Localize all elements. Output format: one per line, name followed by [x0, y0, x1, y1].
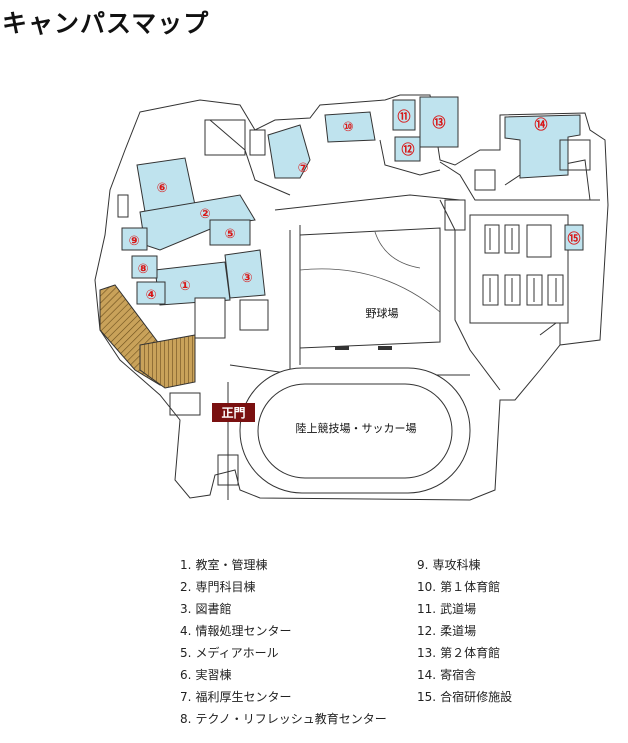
buildings: [117, 96, 584, 339]
marker-15: ⑮: [567, 231, 580, 247]
campus-boundary: [94, 94, 609, 501]
legend-item: 4.情報処理センター: [180, 624, 292, 638]
legend-item: 6.実習棟: [180, 668, 232, 682]
legend-item: 13.第２体育館: [417, 646, 501, 660]
building-11: [392, 99, 416, 131]
marker-1: ①: [179, 279, 190, 294]
marker-4: ④: [145, 288, 156, 303]
marker-5: ⑤: [224, 227, 235, 242]
map-markers: ① ② ③ ④ ⑤ ⑥ ⑦ ⑧ ⑨ ⑩ ⑪ ⑫ ⑬ ⑭ ⑮: [128, 109, 580, 303]
map-legend: 1.教室・管理棟 2.専門科目棟 3.図書館 4.情報処理センター 5.メディア…: [180, 555, 600, 735]
track-label: 陸上競技場・サッカー場: [296, 421, 417, 435]
marker-14: ⑭: [534, 117, 547, 133]
legend-item: 1.教室・管理棟: [180, 558, 268, 572]
building-4: [136, 281, 166, 305]
building-9: [121, 227, 148, 251]
gate-label: 正門: [221, 406, 245, 420]
marker-11: ⑪: [397, 109, 410, 125]
building-12: [394, 136, 421, 162]
athletics-track: [239, 367, 471, 494]
legend-item: 8.テクノ・リフレッシュ教育センター: [180, 712, 387, 726]
legend-item: 3.図書館: [180, 602, 232, 616]
main-gate: 正門: [212, 403, 255, 422]
legend-column-left: 1.教室・管理棟 2.専門科目棟 3.図書館 4.情報処理センター 5.メディア…: [180, 555, 387, 731]
parking-area: [99, 284, 196, 389]
legend-item: 2.専門科目棟: [180, 580, 256, 594]
legend-item: 14.寄宿舎: [417, 668, 477, 682]
building-13: [419, 96, 459, 148]
baseball-label: 野球場: [366, 306, 399, 320]
page-title: キャンパスマップ: [2, 9, 210, 38]
legend-item: 12.柔道場: [417, 624, 477, 638]
legend-column-right: 9.専攻科棟 10.第１体育館 11.武道場 12.柔道場 13.第２体育館 1…: [417, 555, 512, 709]
marker-13: ⑬: [432, 115, 445, 131]
marker-9: ⑨: [128, 234, 139, 249]
building-10: [324, 111, 376, 143]
building-8: [131, 255, 158, 279]
building-5: [209, 219, 251, 246]
campus-map: 正門 野球場 陸上競技場・サッカー場 ① ② ③ ④ ⑤ ⑥ ⑦ ⑧ ⑨ ⑩ ⑪…: [94, 94, 609, 501]
building-15: [564, 224, 584, 251]
sports-courts: [469, 214, 569, 324]
legend-item: 10.第１体育館: [417, 580, 501, 594]
building-7: [267, 124, 311, 179]
marker-7: ⑦: [297, 161, 308, 176]
legend-item: 7.福利厚生センター: [180, 690, 292, 704]
baseball-field: [299, 227, 441, 350]
marker-2: ②: [199, 207, 210, 222]
legend-item: 15.合宿研修施設: [417, 690, 513, 704]
marker-10: ⑩: [342, 120, 353, 135]
legend-item: 5.メディアホール: [180, 646, 279, 660]
marker-6: ⑥: [156, 181, 167, 196]
marker-12: ⑫: [401, 142, 414, 158]
legend-item: 11.武道場: [417, 602, 477, 616]
marker-3: ③: [241, 271, 252, 286]
marker-8: ⑧: [137, 262, 148, 277]
building-14: [504, 114, 581, 179]
legend-item: 9.専攻科棟: [417, 558, 481, 572]
